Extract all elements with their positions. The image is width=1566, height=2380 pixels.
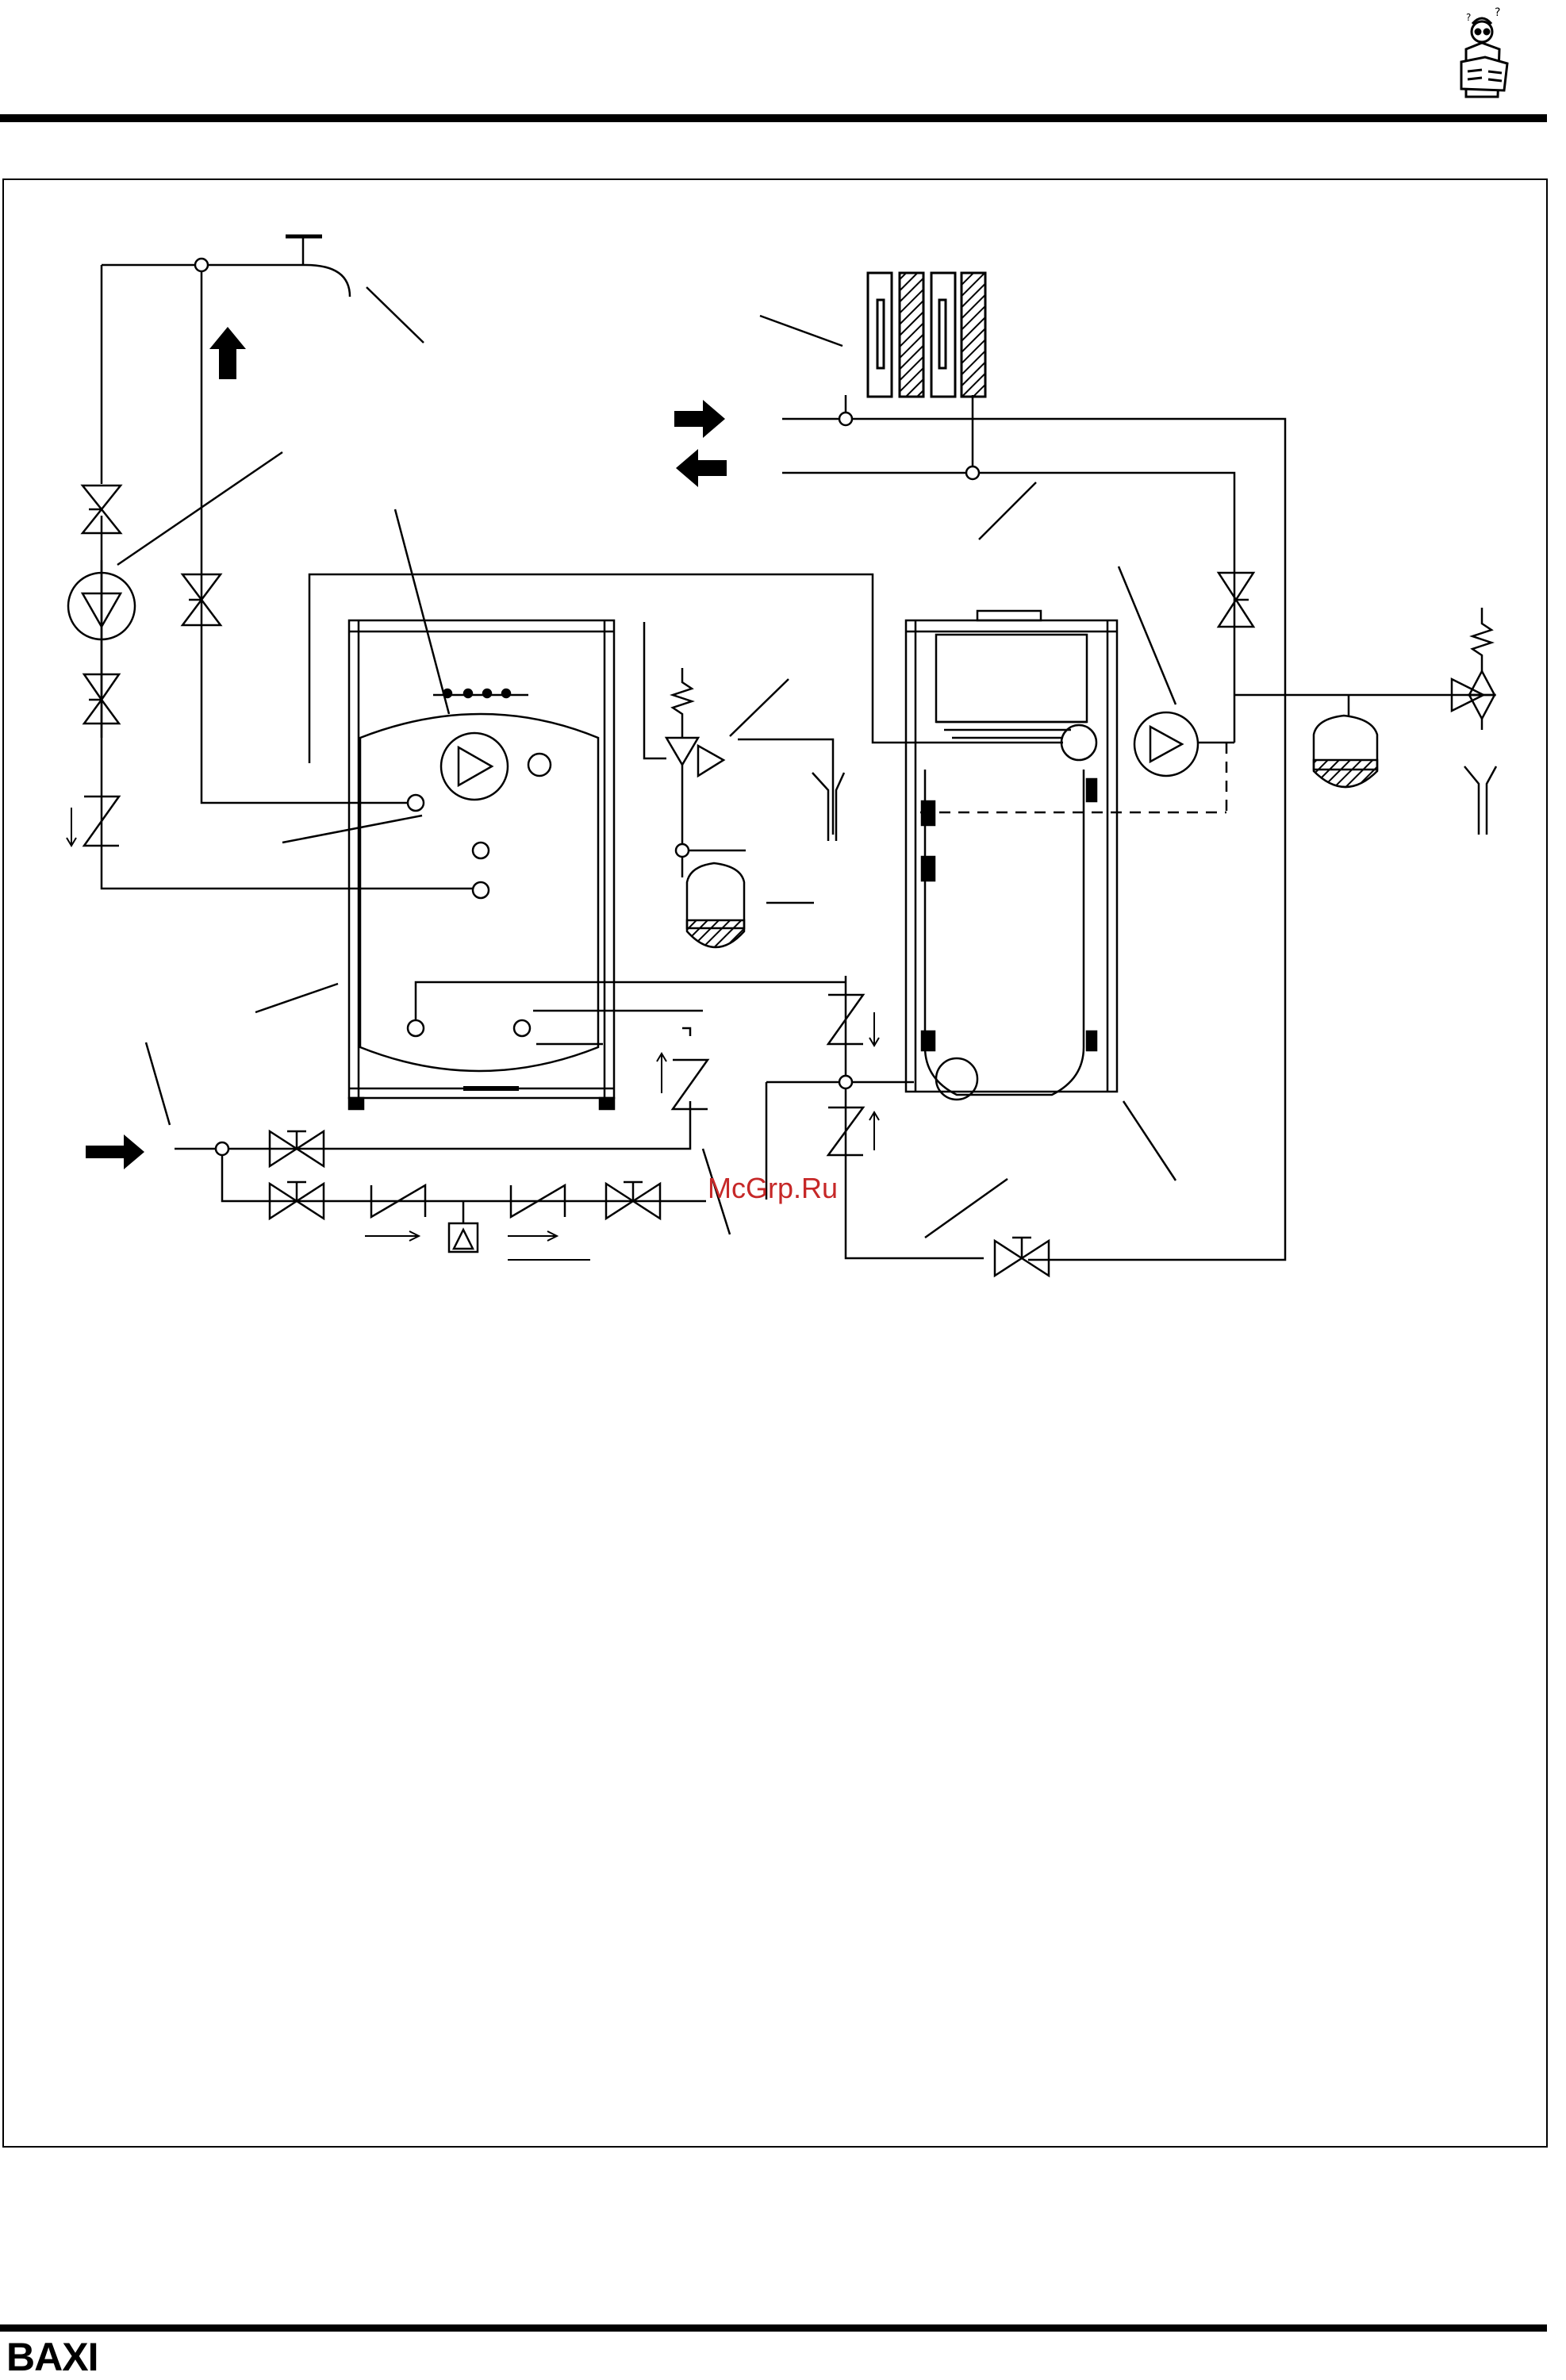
drain-funnel-icon — [812, 766, 1498, 841]
svg-text:?: ? — [1466, 12, 1471, 23]
flow-arrow-icon — [86, 327, 727, 1169]
header-rule — [0, 114, 1547, 122]
circulation-pump-icon — [67, 571, 1199, 801]
boiler-unit — [904, 609, 1228, 1101]
radiator-icon — [866, 271, 987, 398]
diagram-frame — [2, 178, 1548, 2148]
safety-valve-icon — [664, 608, 1497, 778]
shutoff-valve-icon — [80, 484, 1256, 1278]
piping — [100, 234, 1483, 1261]
check-valve-icon — [82, 795, 866, 1219]
watermark-text: McGrp.Ru — [708, 1172, 838, 1204]
leader-lines — [117, 286, 1177, 1239]
brand-logo: BAXI — [6, 2335, 98, 2379]
footer-rule — [0, 2324, 1547, 2332]
hot-water-storage-tank — [347, 619, 616, 1111]
svg-text:?: ? — [1495, 6, 1500, 19]
expansion-vessel-icon — [685, 714, 1379, 949]
reading-man-icon: ? ? — [1460, 6, 1509, 98]
junction-nodes — [194, 257, 981, 1253]
direction-arrows — [66, 808, 880, 1261]
